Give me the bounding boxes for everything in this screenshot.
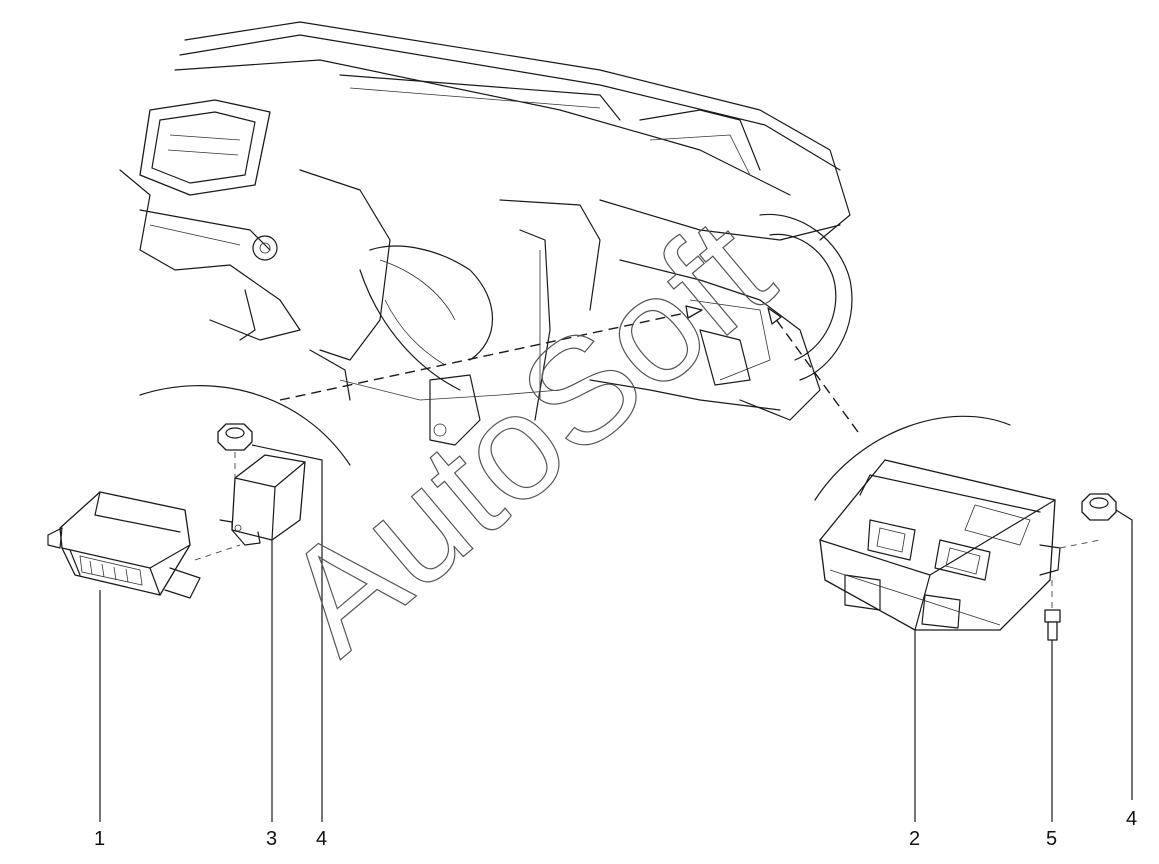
- part-4-nut-right: [1081, 493, 1117, 521]
- callout-4-right: 4: [1126, 808, 1137, 830]
- assembly-arrows: [279, 305, 859, 433]
- callout-2: 2: [909, 828, 920, 850]
- watermark: AutoSoft: [252, 185, 802, 685]
- right-group-arc: [814, 415, 1011, 501]
- left-group-arc: [139, 385, 351, 466]
- leader-lines: [99, 444, 1133, 822]
- callout-1: 1: [94, 828, 105, 850]
- part-5-bolt: [1044, 580, 1061, 641]
- part-3-relay: [219, 454, 306, 546]
- callout-labels: 1 3 4 2 5 4: [94, 808, 1137, 850]
- dashboard-assembly: [119, 21, 853, 446]
- callout-4-left: 4: [316, 828, 327, 850]
- svg-text:AutoSoft: AutoSoft: [253, 186, 802, 685]
- part-1-control-module: [47, 491, 241, 599]
- part-2-ecu: [819, 459, 1101, 631]
- callout-5: 5: [1046, 828, 1057, 850]
- callout-3: 3: [266, 828, 277, 850]
- part-4-nut-left: [217, 423, 253, 478]
